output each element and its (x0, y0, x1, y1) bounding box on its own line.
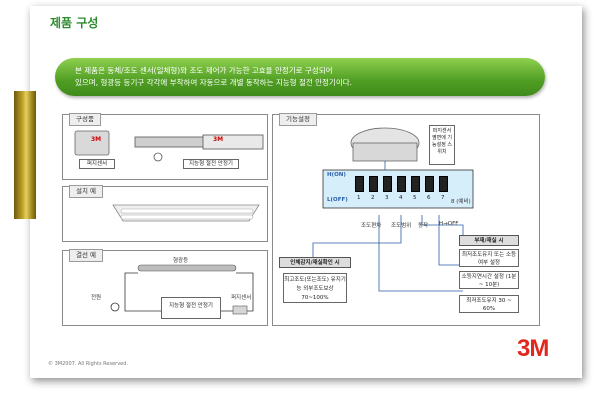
dip-switch (425, 176, 434, 192)
absence-item-2: 소등지연시간 설정 (1분~ 10분) (459, 271, 519, 289)
dip-group-2: 조도범위 (391, 223, 412, 229)
install-panel: 설치 예 (62, 185, 268, 242)
absence-item-1: 최저조도유지 또는 소등 여부 설정 (459, 249, 519, 267)
dip-switch-number: 3 (385, 195, 389, 201)
dip-switch (369, 176, 378, 192)
connector-icon (153, 152, 163, 162)
sensor-label-box: 퍼지센서 (79, 159, 115, 169)
settings-panel: 기능설정 퍼지센서 옆면에 기능설정 스위치 H(ON) L(OFF) 8 (예… (272, 113, 540, 326)
ballast-module (202, 134, 264, 150)
description-banner: 본 제품은 동체/조도 센서(일체형)와 조도 제어가 가능한 고효율 안정기로… (55, 58, 545, 96)
dip-switch (383, 176, 392, 192)
power-label: 전원 (91, 295, 102, 301)
ballast-box: 지능형 절전 안정기 (161, 297, 221, 319)
wiring-tab: 결선 예 (69, 249, 104, 262)
composition-brand-2: 3M (213, 136, 224, 143)
composition-tab: 구성품 (69, 113, 101, 126)
wiring-diagram (110, 264, 254, 315)
absence-item-3: 최저조도유지 30 ~ 60% (459, 295, 519, 313)
dip-switch (355, 176, 364, 192)
dip-on-label: H(ON) (327, 172, 346, 178)
lamp-tube (137, 264, 237, 272)
sensor-illustration (74, 130, 110, 156)
install-tab: 설치 예 (69, 185, 104, 198)
presence-text: 최고조도(또는조도) 유지기능 외부조도보상 70~100% (283, 273, 347, 303)
ballast-label-box: 지능형 절전 안정기 (183, 159, 239, 169)
dip-group-4: H→OFF (439, 221, 459, 227)
page-title: 제품 구성 (50, 16, 99, 30)
banner-line-1: 본 제품은 동체/조도 센서(일체형)와 조도 제어가 가능한 고효율 안정기로… (75, 66, 333, 75)
presence-header: 인체감지/재실확인 시 (279, 257, 351, 268)
settings-tab: 기능설정 (279, 113, 317, 126)
dip-switch-number: 4 (399, 195, 403, 201)
composition-panel: 구성품 3M 퍼지센서 지능형 절전 안정기 3M (62, 113, 268, 180)
copyright-footer: © 3M2007. All Rights Reserved. (48, 361, 128, 367)
dip-extra-label: 8 (예비) (451, 199, 471, 205)
dip-switch-number: 5 (413, 195, 417, 201)
dip-switch-number: 6 (427, 195, 431, 201)
dip-off-label: L(OFF) (327, 197, 348, 203)
switch-note-box: 퍼지센서 옆면에 기능설정 스위치 (429, 125, 455, 165)
3m-logo: 3M (517, 335, 549, 362)
banner-line-2: 있으며, 형광등 등기구 각각에 부착하여 자동으로 개별 동작하는 지능형 절… (75, 78, 353, 87)
power-source-icon (110, 302, 120, 312)
dip-group-3: 동작 (418, 223, 429, 229)
absence-header: 부재/재실 시 (459, 235, 519, 246)
wiring-panel: 결선 예 형광등 전원 지능형 절전 안정기 퍼지센서 (62, 249, 268, 326)
dip-switch-number: 2 (371, 195, 375, 201)
sensor-body (352, 142, 418, 162)
dip-switch-number: 1 (357, 195, 361, 201)
composition-brand: 3M (91, 136, 102, 143)
fixture-illustration (112, 204, 260, 222)
dip-switch (397, 176, 406, 192)
dip-group-1: 조도편차 (361, 223, 382, 229)
sensor-small (232, 305, 248, 315)
dip-switch (439, 176, 448, 192)
lamp-label: 형광등 (173, 258, 189, 264)
composition-diagram (74, 130, 264, 162)
dip-switch-number: 7 (441, 195, 445, 201)
dip-switch (411, 176, 420, 192)
gold-sidebar-decoration (14, 91, 36, 219)
wiring-sensor-label: 퍼지센서 (231, 295, 252, 301)
